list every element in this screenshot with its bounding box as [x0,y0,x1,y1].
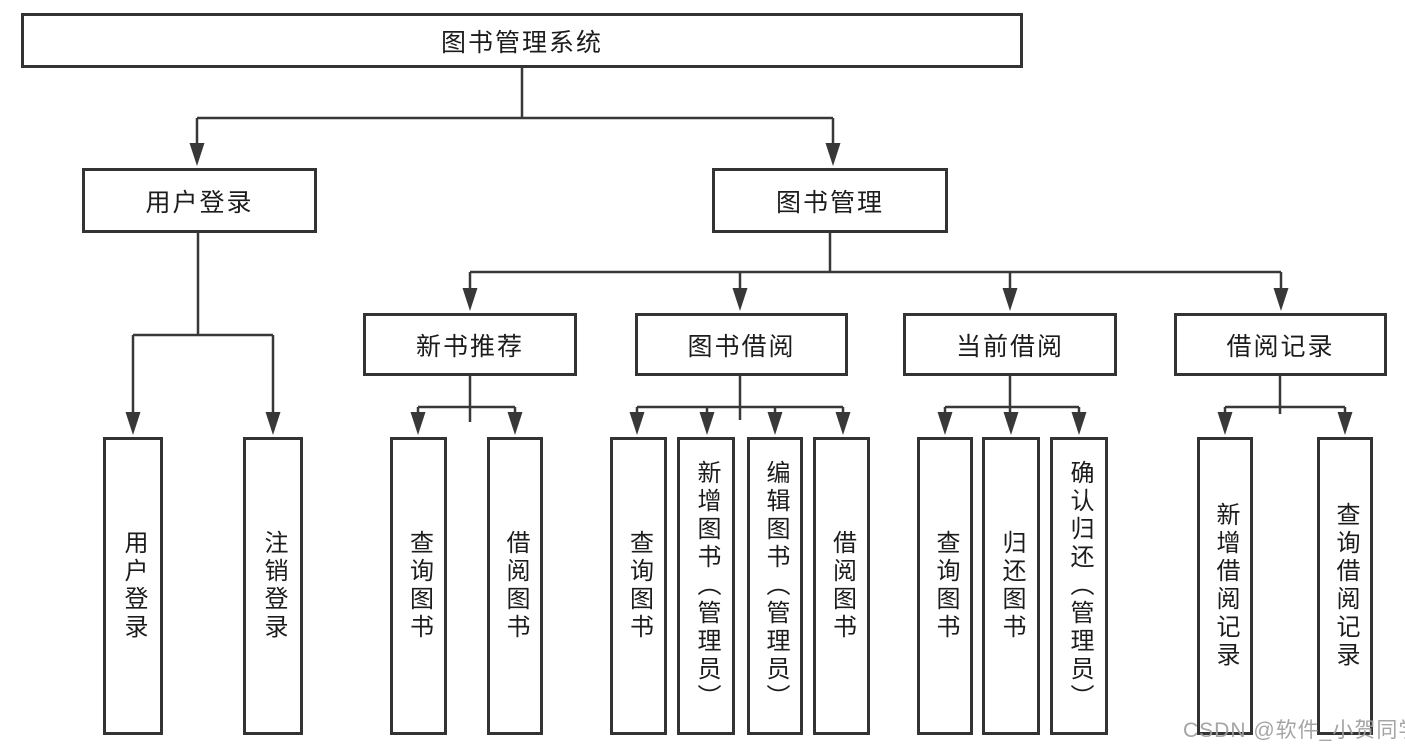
leaf-label: 注销登录 [260,530,287,642]
connector-root-to-level2 [195,68,835,148]
leaf-label: 借阅图书 [828,530,856,642]
connector-currentborrow-to-leaves [943,376,1081,417]
csdn-watermark: CSDN @软件_小贺同学 [1183,719,1405,742]
leaf-label: 确认归还（管理员） [1066,460,1093,712]
connector-bookmgmt-to-level3 [468,233,1283,293]
leaf-borrow-books-recommend: 借阅图书 [487,437,543,735]
node-book-management: 图书管理 [712,168,948,233]
node-root-label: 图书管理系统 [440,28,603,57]
node-label: 图书借阅 [687,332,796,361]
connector-bookborrow-to-leaves [635,376,845,420]
arrow-down-icon [629,412,645,435]
leaf-edit-book-admin: 编辑图书（管理员） [747,437,803,735]
leaf-user-login: 用户登录 [103,437,163,735]
leaf-borrow-books: 借阅图书 [813,437,870,735]
node-user-login-branch: 用户登录 [82,168,317,233]
arrow-down-icon [125,412,141,435]
leaf-label: 归还图书 [998,530,1025,642]
node-root-system: 图书管理系统 [21,13,1023,68]
node-label: 新书推荐 [415,332,524,361]
leaf-confirm-return-admin: 确认归还（管理员） [1050,437,1108,735]
arrow-down-icon [1002,288,1018,311]
node-new-book-recommend: 新书推荐 [363,313,577,376]
arrow-down-icon [507,412,523,435]
node-label: 当前借阅 [955,332,1064,361]
arrow-down-icon [1273,288,1289,311]
arrow-down-icon [835,412,851,435]
arrow-down-icon [937,412,953,435]
leaf-label: 查询图书 [405,530,433,642]
connector-records-to-leaves [1223,376,1347,417]
arrow-down-icon [189,143,205,166]
leaf-label: 查询图书 [625,530,653,642]
leaf-label: 新增图书（管理员） [693,460,720,712]
node-current-borrow: 当前借阅 [903,313,1117,376]
arrow-down-icon [462,288,478,311]
arrow-down-icon [1337,412,1353,435]
leaf-return-books: 归还图书 [982,437,1040,735]
arrow-down-icon [767,412,783,435]
leaf-label: 编辑图书（管理员） [762,460,789,712]
leaf-query-books-recommend: 查询图书 [390,437,447,735]
leaf-label: 查询图书 [932,530,959,642]
arrow-down-icon [732,288,748,311]
leaf-query-books-borrow: 查询图书 [610,437,667,735]
leaf-query-books-current: 查询图书 [917,437,973,735]
connector-newbook-to-leaves [416,376,517,422]
arrow-down-icon [1217,412,1233,435]
leaf-label: 用户登录 [120,530,147,642]
connector-userlogin-to-leaves [131,233,275,417]
leaf-label: 新增借阅记录 [1212,502,1239,670]
arrow-down-icon [265,412,281,435]
node-label: 用户登录 [145,188,254,217]
leaf-label: 借阅图书 [502,530,529,642]
node-borrow-records: 借阅记录 [1174,313,1387,376]
node-label: 图书管理 [775,188,884,217]
leaf-add-book-admin: 新增图书（管理员） [677,437,735,735]
arrow-down-icon [1071,412,1087,435]
arrow-down-icon [825,143,841,166]
arrow-down-icon [410,412,426,435]
leaf-query-borrow-record: 查询借阅记录 [1317,437,1373,735]
node-book-borrow: 图书借阅 [635,313,848,376]
leaf-add-borrow-record: 新增借阅记录 [1197,437,1253,735]
leaf-label: 查询借阅记录 [1332,502,1359,670]
leaf-logout: 注销登录 [243,437,303,735]
arrow-down-icon [1003,412,1019,435]
node-label: 借阅记录 [1226,332,1335,361]
arrow-down-icon [699,412,715,435]
arrowheads [125,143,1353,435]
